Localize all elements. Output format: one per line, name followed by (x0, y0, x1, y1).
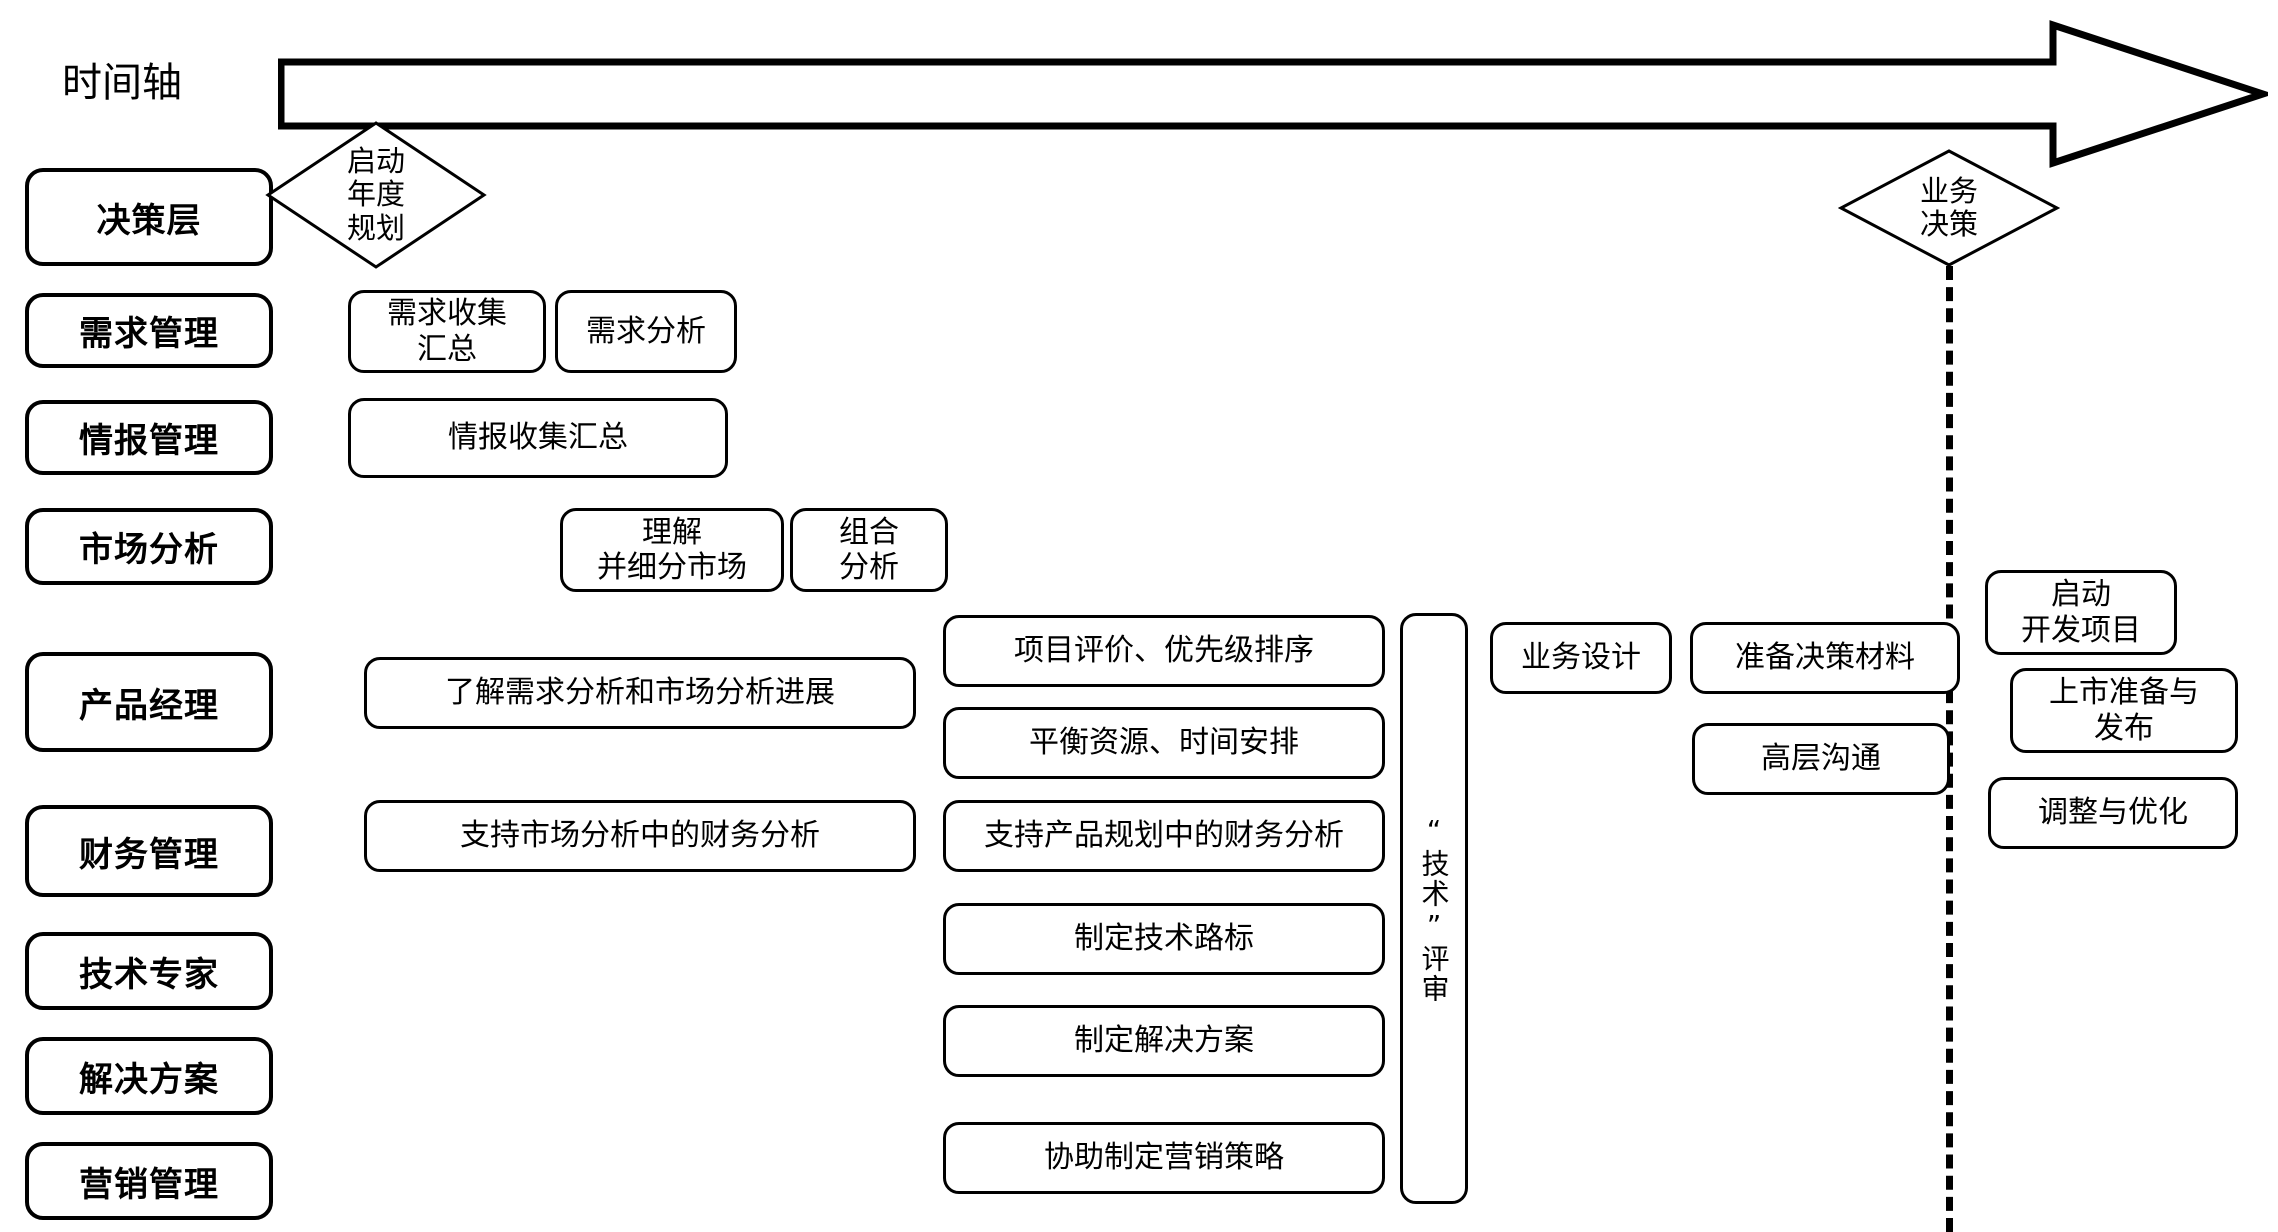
task-balance-resources-label: 平衡资源、时间安排 (1029, 725, 1299, 761)
task-exec-communication-label: 高层沟通 (1761, 741, 1881, 777)
lane-label-pm: 产品经理 (79, 685, 219, 726)
sidebar-item-decision[interactable]: 决策层 (25, 168, 273, 266)
task-demand-analysis-label: 需求分析 (586, 313, 706, 349)
task-project-eval-priority[interactable]: 项目评价、优先级排序 (943, 615, 1385, 687)
diamond-business-decision[interactable]: 业务 决策 (1838, 148, 2060, 268)
task-launch-prep-release-label: 上市准备与 发布 (2049, 675, 2199, 746)
lane-label-demand: 需求管理 (79, 314, 219, 354)
sidebar-item-marketing[interactable]: 营销管理 (25, 1142, 273, 1220)
sidebar-item-tech[interactable]: 技术专家 (25, 932, 273, 1010)
task-adjust-optimize[interactable]: 调整与优化 (1988, 777, 2238, 849)
task-pm-track-progress-label: 了解需求分析和市场分析进展 (445, 675, 835, 711)
sidebar-item-demand[interactable]: 需求管理 (25, 293, 273, 368)
task-assist-marketing[interactable]: 协助制定营销策略 (943, 1122, 1385, 1194)
timeline-label: 时间轴 (62, 60, 182, 106)
task-portfolio-analysis[interactable]: 组合 分析 (790, 508, 948, 592)
gate-technical-review-label: “技术”评审 (1417, 813, 1451, 1004)
lane-label-market: 市场分析 (79, 530, 219, 570)
sidebar-item-finance[interactable]: 财务管理 (25, 805, 273, 897)
sidebar-item-pm[interactable]: 产品经理 (25, 652, 273, 752)
gate-technical-review[interactable]: “技术”评审 (1400, 613, 1468, 1204)
task-business-design-label: 业务设计 (1521, 640, 1641, 676)
task-start-dev-project[interactable]: 启动 开发项目 (1985, 570, 2177, 655)
task-finance-support-market-analysis[interactable]: 支持市场分析中的财务分析 (364, 800, 916, 872)
task-prepare-decision-material-label: 准备决策材料 (1735, 640, 1915, 676)
task-exec-communication[interactable]: 高层沟通 (1692, 723, 1950, 795)
sidebar-item-market[interactable]: 市场分析 (25, 508, 273, 585)
sidebar-item-solution[interactable]: 解决方案 (25, 1037, 273, 1115)
task-understand-segment[interactable]: 理解 并细分市场 (560, 508, 784, 592)
task-project-eval-priority-label: 项目评价、优先级排序 (1014, 633, 1314, 669)
timeline-arrow (277, 20, 2275, 172)
task-assist-marketing-label: 协助制定营销策略 (1044, 1140, 1284, 1176)
task-tech-roadmap[interactable]: 制定技术路标 (943, 903, 1385, 975)
task-balance-resources[interactable]: 平衡资源、时间安排 (943, 707, 1385, 779)
task-demand-collect[interactable]: 需求收集 汇总 (348, 290, 546, 373)
task-adjust-optimize-label: 调整与优化 (2038, 795, 2188, 831)
lane-label-intel: 情报管理 (79, 421, 219, 461)
lane-label-tech: 技术专家 (79, 954, 219, 995)
task-prepare-decision-material[interactable]: 准备决策材料 (1690, 622, 1960, 694)
task-understand-segment-label: 理解 并细分市场 (597, 514, 747, 585)
sidebar-item-intel[interactable]: 情报管理 (25, 400, 273, 475)
task-business-design[interactable]: 业务设计 (1490, 622, 1672, 694)
lane-label-finance: 财务管理 (79, 834, 219, 875)
lane-label-decision: 决策层 (96, 200, 202, 241)
task-portfolio-analysis-label: 组合 分析 (839, 514, 899, 585)
task-make-solution[interactable]: 制定解决方案 (943, 1005, 1385, 1077)
task-demand-collect-label: 需求收集 汇总 (387, 296, 507, 367)
task-demand-analysis[interactable]: 需求分析 (555, 290, 737, 373)
diamond-annual-planning[interactable]: 启动 年度 规划 (265, 120, 487, 270)
lane-label-marketing: 营销管理 (79, 1164, 219, 1205)
task-start-dev-project-label: 启动 开发项目 (2021, 577, 2141, 648)
task-finance-support-market-analysis-label: 支持市场分析中的财务分析 (460, 818, 820, 854)
task-intel-collect[interactable]: 情报收集汇总 (348, 398, 728, 478)
task-intel-collect-label: 情报收集汇总 (448, 420, 628, 456)
lane-label-solution: 解决方案 (79, 1059, 219, 1100)
task-pm-track-progress[interactable]: 了解需求分析和市场分析进展 (364, 657, 916, 729)
task-launch-prep-release[interactable]: 上市准备与 发布 (2010, 668, 2238, 753)
task-tech-roadmap-label: 制定技术路标 (1074, 921, 1254, 957)
task-finance-support-product-planning-label: 支持产品规划中的财务分析 (984, 818, 1344, 854)
task-finance-support-product-planning[interactable]: 支持产品规划中的财务分析 (943, 800, 1385, 872)
task-make-solution-label: 制定解决方案 (1074, 1023, 1254, 1059)
